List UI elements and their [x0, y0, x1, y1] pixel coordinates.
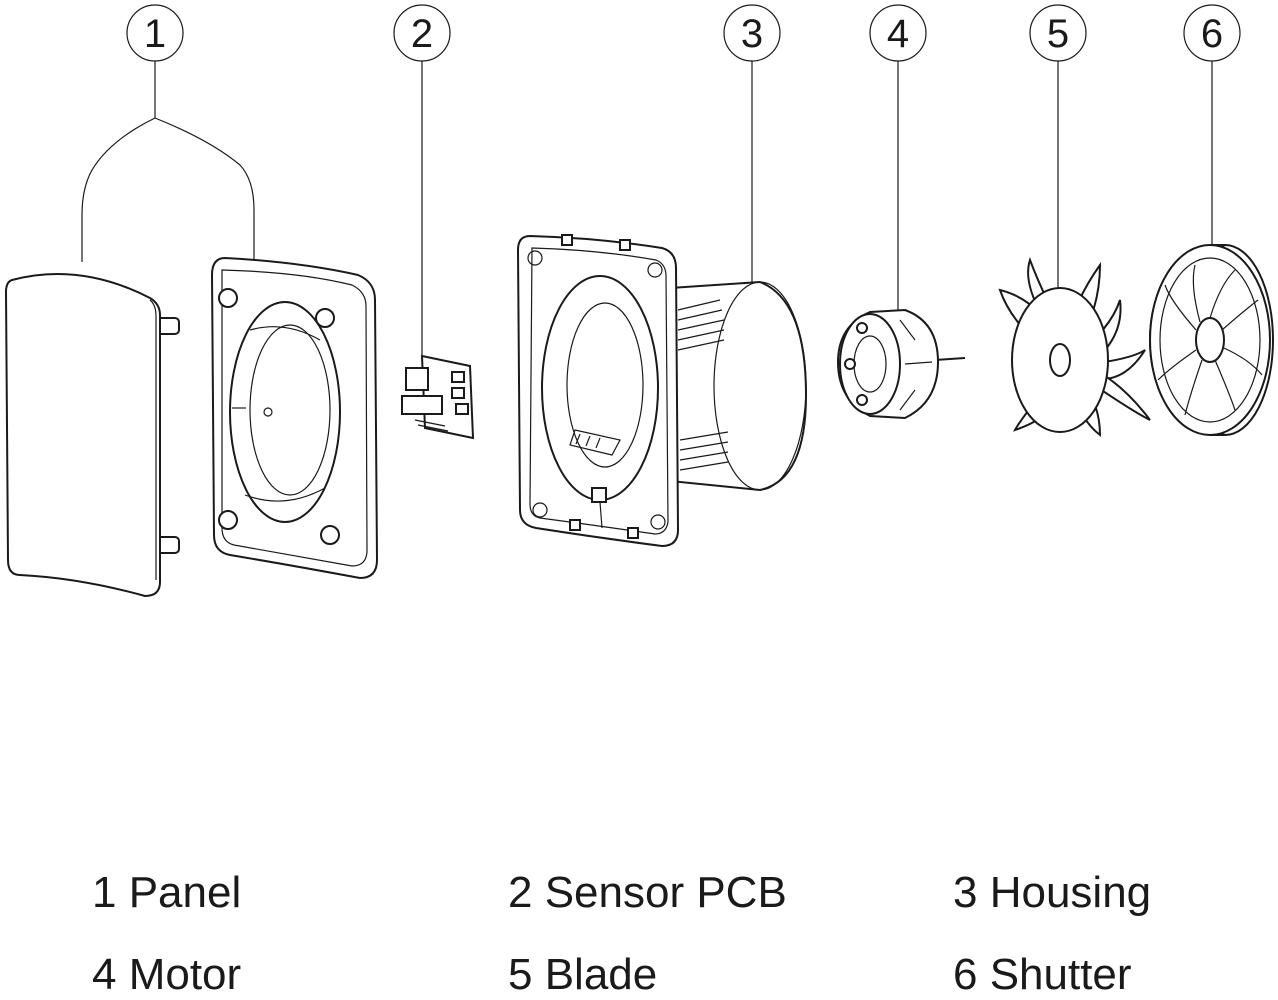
panel-frame-illustration	[210, 256, 379, 580]
legend-item-motor: 4 Motor	[92, 950, 242, 999]
callout-4-number: 4	[887, 12, 909, 56]
sensor-pcb-illustration	[401, 354, 475, 440]
legend-item-shutter: 6 Shutter	[953, 950, 1132, 999]
callout-6: 6	[1183, 4, 1241, 245]
legend-item-housing: 3 Housing	[953, 868, 1152, 917]
callout-3: 3	[723, 4, 781, 282]
exploded-fan-diagram: 1 2 3 4 5 6	[4, 4, 1274, 598]
callout-1: 1	[81, 4, 255, 262]
callout-6-number: 6	[1201, 12, 1223, 56]
housing-illustration	[516, 234, 808, 548]
callout-2: 2	[393, 4, 451, 355]
motor-illustration	[836, 308, 966, 420]
blade-illustration	[998, 257, 1151, 438]
legend-item-sensor-pcb: 2 Sensor PCB	[508, 868, 787, 917]
legend-item-panel: 1 Panel	[92, 868, 242, 917]
callout-4: 4	[869, 4, 927, 312]
callout-1-number: 1	[144, 12, 166, 56]
shutter-illustration	[1148, 244, 1274, 436]
legend-item-blade: 5 Blade	[508, 950, 658, 999]
callout-5-number: 5	[1047, 12, 1069, 56]
callout-2-number: 2	[411, 12, 433, 56]
panel-cover-illustration	[4, 273, 180, 598]
callout-3-number: 3	[741, 12, 763, 56]
